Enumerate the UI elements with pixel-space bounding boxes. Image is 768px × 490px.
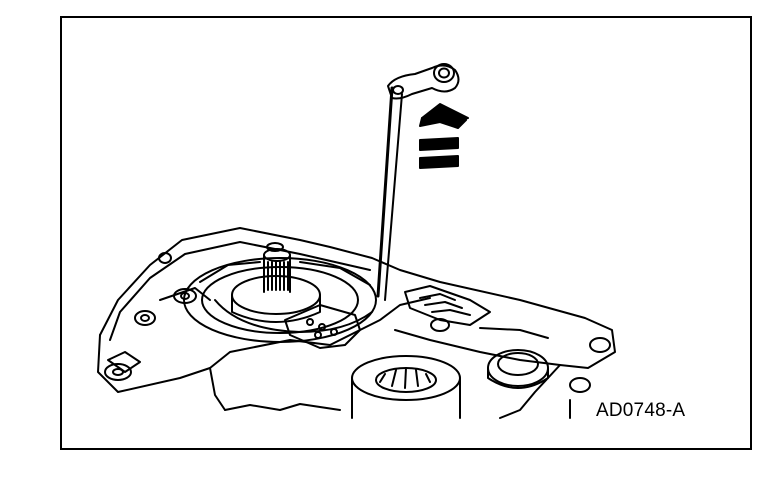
figure-code: AD0748-A bbox=[596, 400, 686, 421]
shift-lever bbox=[376, 63, 460, 301]
up-arrow-icon bbox=[419, 103, 469, 129]
seal-ring bbox=[487, 349, 549, 389]
input-shaft bbox=[231, 242, 321, 323]
motion-dash-icon bbox=[419, 137, 459, 169]
bolt-bosses bbox=[104, 252, 611, 393]
casting-details bbox=[404, 285, 549, 339]
valve-block bbox=[284, 304, 361, 349]
bushing-tube bbox=[351, 355, 461, 419]
case-housing bbox=[97, 227, 616, 419]
lower-edges bbox=[224, 399, 571, 419]
